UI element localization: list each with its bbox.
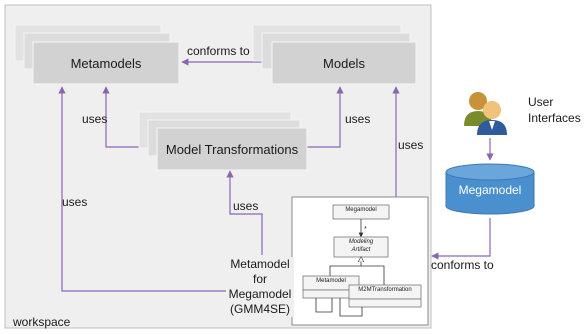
uml-generalization-metamodel [329,257,361,276]
megamodel-label: Megamodel [458,183,522,197]
uses-meta-mt-label: uses [82,112,108,126]
edge-gmm-uses-metamodels [58,86,258,292]
uml-megamodel-text: Megamodel [345,207,377,213]
gmm4se-label: Metamodel for Megamodel (GMM4SE) [226,257,294,317]
uml-m2m-text: M2MTransformation [358,287,412,293]
gmm4se-line-3: Megamodel [228,287,292,301]
gmm4se-line-2: for [252,272,267,286]
gmm4se-line-1: Metamodel [230,257,290,271]
uses-mt-gmm-label: uses [233,199,259,213]
uml-inset [291,196,429,326]
edge-conforms-to-bottom [431,218,491,260]
edge-mt-uses-models [298,86,344,148]
uml-modeling-artifact-line2: Artifact [351,247,371,253]
uml-metamodel-text: Metamodel [316,278,346,284]
workspace-label: workspace [13,315,71,329]
uses-right-label: uses [398,138,424,152]
uml-m2m-body [348,298,422,308]
models-label: Models [323,55,365,71]
model-transformations-label: Model Transformations [165,141,299,157]
metamodels-stack [14,24,180,85]
user-interfaces-line2: Interfaces [528,111,581,125]
user-interfaces-line1: User [528,95,554,109]
metamodels-front [32,41,180,85]
uses-left-label: uses [62,195,88,209]
models-stack [252,24,417,85]
edge-gmm-uses-mt [226,170,263,255]
uml-modeling-artifact-line1: Modeling [348,239,374,245]
users-icon [464,92,507,135]
uml-assoc-loop-2 [339,298,363,317]
megamodel-cylinder [445,163,535,215]
gmm4se-line-4: (GMM4SE) [230,302,290,316]
metamodels-label: Metamodels [70,55,142,71]
conforms-to-top-label: conforms to [187,44,250,58]
model-transformations-stack [138,111,308,171]
uses-models-mt-label: uses [345,112,371,126]
mt-front [156,127,308,171]
uml-multiplicity: * [364,226,367,233]
uml-generalization-m2m [361,265,385,285]
conforms-to-bottom-label: conforms to [431,258,494,272]
uml-assoc-loop-1 [315,298,333,313]
models-front [271,41,417,85]
